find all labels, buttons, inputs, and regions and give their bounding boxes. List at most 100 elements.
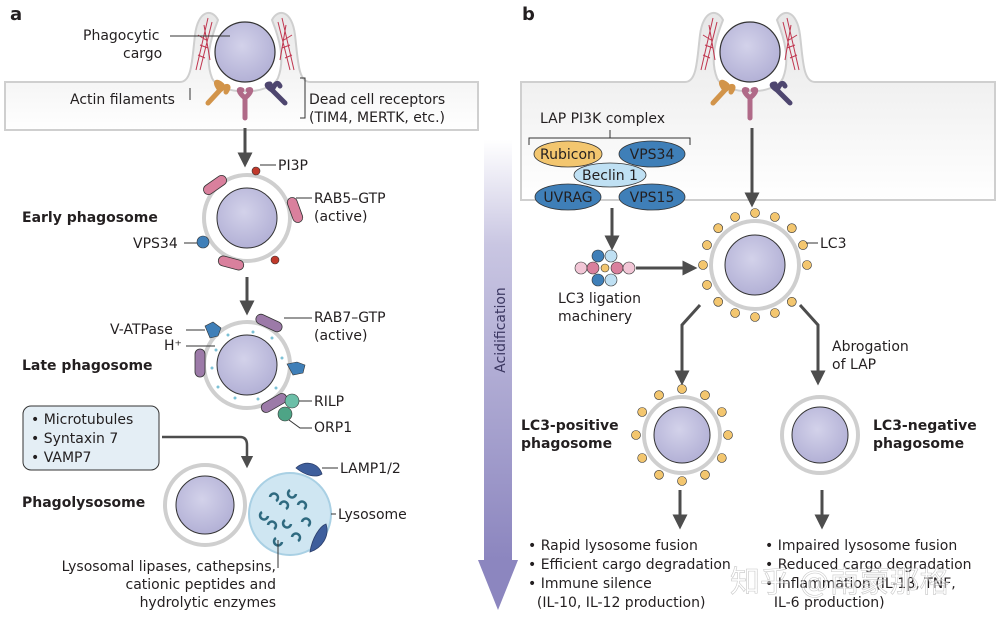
phagocytic-cargo-b-icon — [719, 21, 781, 83]
positive-outcomes-list: • Rapid lysosome fusion • Efficient carg… — [528, 538, 731, 611]
early-phagosome-icon — [196, 166, 304, 271]
label-vps34-b: VPS34 — [630, 147, 675, 163]
label-lc3-positive-2: phagosome — [521, 436, 612, 452]
lc3-dot-icon — [698, 260, 708, 270]
panel-a-letter: a — [10, 4, 22, 25]
label-lc3: LC3 — [820, 236, 846, 252]
label-lc3-ligation-2: machinery — [558, 309, 632, 325]
actin-filaments-b-icon — [700, 17, 800, 71]
label-lap-pi3k-complex: LAP PI3K complex — [540, 111, 665, 127]
label-early-phagosome: Early phagosome — [22, 210, 158, 226]
panel-b-letter: b — [522, 4, 535, 25]
lc3-dot-icon — [713, 296, 724, 307]
watermark: 知乎 @南蒙那格 — [730, 565, 950, 600]
lc3-dot-icon — [700, 469, 710, 480]
label-orp1: ORP1 — [314, 420, 352, 436]
label-late-phagosome: Late phagosome — [22, 358, 153, 374]
lc3-dot-icon — [723, 430, 733, 440]
label-lc3-ligation: LC3 ligation — [558, 291, 641, 307]
lc3-dot-icon — [654, 469, 664, 480]
phagocytic-cargo-icon — [214, 21, 276, 83]
lc3-dot-icon — [631, 430, 641, 440]
lc3-dot-icon — [702, 240, 712, 250]
lc3-positive-phagosome-icon — [631, 384, 733, 486]
positive-outcome: • Immune silence — [528, 576, 652, 592]
lc3-dot-icon — [730, 212, 740, 222]
label-phagocytic-cargo-2: cargo — [123, 46, 162, 62]
vps34-icon — [196, 235, 210, 249]
label-rab5-active: (active) — [314, 209, 367, 225]
lc3-dot-icon — [700, 390, 710, 401]
lc3-dot-icon — [802, 260, 812, 270]
lap-pi3k-complex-icon — [533, 140, 686, 211]
lc3-dot-icon — [702, 280, 712, 290]
label-acidification: Acidification — [493, 287, 509, 373]
fusion-item-vamp7: • VAMP7 — [31, 450, 91, 466]
label-lamp: LAMP1/2 — [340, 461, 401, 477]
lc3-dot-icon — [770, 212, 780, 222]
label-enzymes-2: cationic peptides and — [126, 577, 276, 593]
label-abrogation-2: of LAP — [832, 357, 876, 373]
fusion-factors-box — [22, 405, 160, 471]
lc3-dot-icon — [677, 384, 687, 394]
label-rubicon: Rubicon — [540, 147, 596, 163]
label-phagocytic-cargo: Phagocytic — [83, 28, 159, 44]
orp1-icon — [277, 406, 293, 422]
panel-a: a Phagocytic cargo Actin filaments Dead … — [4, 4, 479, 611]
label-v-atpase: V-ATPase — [110, 322, 173, 338]
lc3-dot-icon — [637, 453, 648, 463]
label-dead-cell-receptors: Dead cell receptors — [309, 92, 445, 108]
panel-b: b LAP PI3K complex Rubicon VPS34 Beclin … — [520, 4, 996, 611]
label-lc3-negative-2: phagosome — [873, 436, 964, 452]
label-beclin1: Beclin 1 — [582, 168, 638, 184]
lc3-dot-icon — [786, 223, 797, 233]
cell-cytoplasm-a — [4, 11, 479, 131]
lc3-dot-icon — [786, 296, 797, 307]
label-enzymes-1: Lysosomal lipases, cathepsins, — [62, 559, 276, 575]
label-lysosome: Lysosome — [338, 507, 407, 523]
negative-outcome: • Impaired lysosome fusion — [765, 538, 957, 554]
lc3-phagosome-icon — [698, 208, 812, 322]
lc3-dot-icon — [730, 308, 740, 318]
label-uvrag: UVRAG — [543, 190, 592, 206]
actin-filaments-icon — [195, 17, 295, 71]
label-rab7-active: (active) — [314, 328, 367, 344]
positive-outcome: (IL-10, IL-12 production) — [528, 595, 705, 611]
lc3-dot-icon — [750, 312, 760, 322]
lc3-dot-icon — [798, 240, 808, 250]
label-rilp: RILP — [314, 394, 344, 410]
acidification-arrow: Acidification — [478, 140, 518, 610]
fusion-item-syntaxin7: • Syntaxin 7 — [31, 431, 118, 447]
label-enzymes-3: hydrolytic enzymes — [140, 595, 276, 611]
lc3-dot-icon — [770, 308, 780, 318]
label-h-plus: H⁺ — [164, 338, 182, 354]
positive-outcome: • Efficient cargo degradation — [528, 557, 731, 573]
positive-outcome: • Rapid lysosome fusion — [528, 538, 698, 554]
label-actin-filaments: Actin filaments — [70, 92, 175, 108]
label-rab7: RAB7–GTP — [314, 310, 386, 326]
receptors-b-icon — [710, 79, 793, 121]
negative-outcomes-list: • Impaired lysosome fusion • Reduced car… — [765, 538, 972, 611]
lc3-ligation-machinery-icon — [574, 249, 636, 287]
negative-outcome: • Reduced cargo degradation — [765, 557, 972, 573]
fusion-item-microtubules: • Microtubules — [31, 412, 133, 428]
lc3-dot-icon — [654, 390, 664, 401]
rilp-icon — [284, 393, 300, 409]
label-vps34-a: VPS34 — [133, 236, 178, 252]
pi3p-icon — [251, 166, 261, 176]
negative-outcome: IL-6 production) — [765, 595, 885, 611]
label-rab5: RAB5–GTP — [314, 191, 386, 207]
lc3-dot-icon — [716, 453, 727, 463]
label-dead-cell-receptors-2: (TIM4, MERTK, etc.) — [309, 110, 445, 126]
v-atpase-icon — [204, 321, 222, 339]
lc3-dot-icon — [637, 407, 648, 417]
late-phagosome-icon — [194, 313, 306, 422]
label-vps15: VPS15 — [630, 190, 675, 206]
lc3-negative-phagosome-icon — [780, 395, 860, 475]
label-pi3p: PI3P — [278, 158, 308, 174]
lc3-dot-icon — [713, 223, 724, 233]
lc3-dot-icon — [677, 476, 687, 486]
label-abrogation: Abrogation — [832, 339, 909, 355]
label-lc3-negative: LC3-negative — [873, 418, 977, 434]
